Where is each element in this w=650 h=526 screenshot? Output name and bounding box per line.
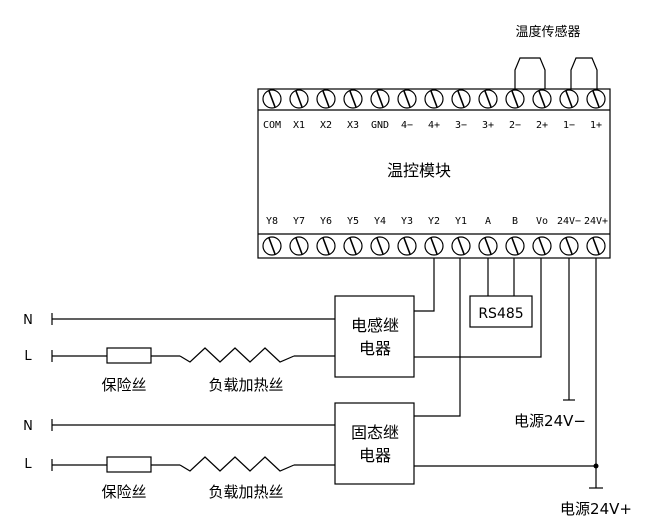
bottom-pin-label: 24V− xyxy=(557,216,581,227)
rs485-label: RS485 xyxy=(478,306,523,322)
top-pin-label: 2− xyxy=(509,120,521,131)
power-minus-label: 电源24V− xyxy=(514,412,586,430)
bottom-pin-label: Y2 xyxy=(428,216,440,227)
top-screw-slot xyxy=(322,90,330,108)
sensor-loop-2 xyxy=(514,57,546,89)
line-label-n2: N xyxy=(23,419,33,434)
relay1-box xyxy=(334,295,415,378)
fuse-label-1: 保险丝 xyxy=(101,376,146,394)
top-screw-slot xyxy=(295,90,303,108)
wire-y2-relay1 xyxy=(414,258,435,312)
top-pin-label: 2+ xyxy=(536,120,548,131)
line-label-n1: N xyxy=(23,313,33,328)
bottom-pin-label: Y5 xyxy=(347,216,359,227)
sensor-label: 温度传感器 xyxy=(515,24,580,40)
bottom-pin-labels: Y8 Y7 Y6 Y5 Y4 Y3 Y2 Y1 A B Vo 24V−24V+ xyxy=(266,216,608,227)
top-pin-label: GND xyxy=(371,120,389,131)
top-screw-slot xyxy=(484,90,492,108)
bottom-pin-label: A xyxy=(485,216,491,227)
bottom-screw-slot xyxy=(349,237,357,255)
top-pin-label: X2 xyxy=(320,120,332,131)
top-pin-label: 1+ xyxy=(590,120,602,131)
relay1-line1: 电感继 xyxy=(351,316,399,335)
top-pin-labels: COM X1 X2 X3 GND 4− 4+ 3− 3+ 2− 2+ 1− 1+ xyxy=(263,120,602,131)
relay1-line2: 电器 xyxy=(359,339,391,358)
top-pin-label: 4+ xyxy=(428,120,440,131)
bottom-screw-slot xyxy=(295,237,303,255)
bottom-pin-label: Y6 xyxy=(320,216,332,227)
top-screw-slot xyxy=(376,90,384,108)
relay2-line2: 电器 xyxy=(359,446,391,465)
bottom-screw-slot xyxy=(430,237,438,255)
top-screw-slot xyxy=(268,90,276,108)
bottom-pin-label: Y3 xyxy=(401,216,413,227)
top-screw-slot xyxy=(430,90,438,108)
bottom-screw-slot xyxy=(457,237,465,255)
bottom-pin-label: Vo xyxy=(536,216,548,227)
bottom-screw-slot xyxy=(511,237,519,255)
top-pin-label: 3+ xyxy=(482,120,494,131)
heater-label-1: 负载加热丝 xyxy=(208,376,283,394)
fuse-1 xyxy=(106,347,152,364)
module-title: 温控模块 xyxy=(387,161,451,180)
top-screw-slot xyxy=(538,90,546,108)
bottom-terminals xyxy=(262,236,606,256)
top-screw-slot xyxy=(457,90,465,108)
top-screw-slot xyxy=(349,90,357,108)
top-terminals xyxy=(262,89,606,109)
bottom-screw-slot xyxy=(403,237,411,255)
wire-vo-relay1 xyxy=(414,258,542,358)
line-label-l2: L xyxy=(24,457,32,472)
top-pin-label: 1− xyxy=(563,120,575,131)
heater-1 xyxy=(179,347,295,363)
bottom-screw-slot xyxy=(592,237,600,255)
top-screw-slot xyxy=(403,90,411,108)
bottom-screw-slot xyxy=(538,237,546,255)
relay2-line1: 固态继 xyxy=(351,423,399,442)
wire-y1-relay2 xyxy=(414,258,461,417)
rs485-box xyxy=(469,295,533,328)
top-pin-label: 3− xyxy=(455,120,467,131)
bottom-screw-slot xyxy=(484,237,492,255)
top-pin-label: COM xyxy=(263,120,281,131)
bottom-screw-slot xyxy=(376,237,384,255)
bottom-screw-slot xyxy=(565,237,573,255)
bottom-pin-label: Y1 xyxy=(455,216,467,227)
bottom-pin-label: Y8 xyxy=(266,216,278,227)
top-pin-label: X1 xyxy=(293,120,305,131)
line-label-l1: L xyxy=(24,349,32,364)
bottom-pin-label: Y4 xyxy=(374,216,386,227)
top-screw-slot xyxy=(592,90,600,108)
fuse-2 xyxy=(106,456,152,473)
top-pin-label: 4− xyxy=(401,120,413,131)
relay2-box xyxy=(334,402,415,485)
power-plus-label: 电源24V+ xyxy=(560,500,632,518)
fuse-label-2: 保险丝 xyxy=(101,483,146,501)
top-pin-label: X3 xyxy=(347,120,359,131)
top-screw-slot xyxy=(565,90,573,108)
bottom-pin-label: Y7 xyxy=(293,216,305,227)
bottom-screw-slot xyxy=(322,237,330,255)
bottom-pin-label: B xyxy=(512,216,518,227)
sensor-loop-1 xyxy=(570,57,598,89)
heater-label-2: 负载加热丝 xyxy=(208,483,283,501)
bottom-screw-slot xyxy=(268,237,276,255)
top-screw-slot xyxy=(511,90,519,108)
bottom-pin-label: 24V+ xyxy=(584,216,608,227)
heater-2 xyxy=(179,456,295,472)
